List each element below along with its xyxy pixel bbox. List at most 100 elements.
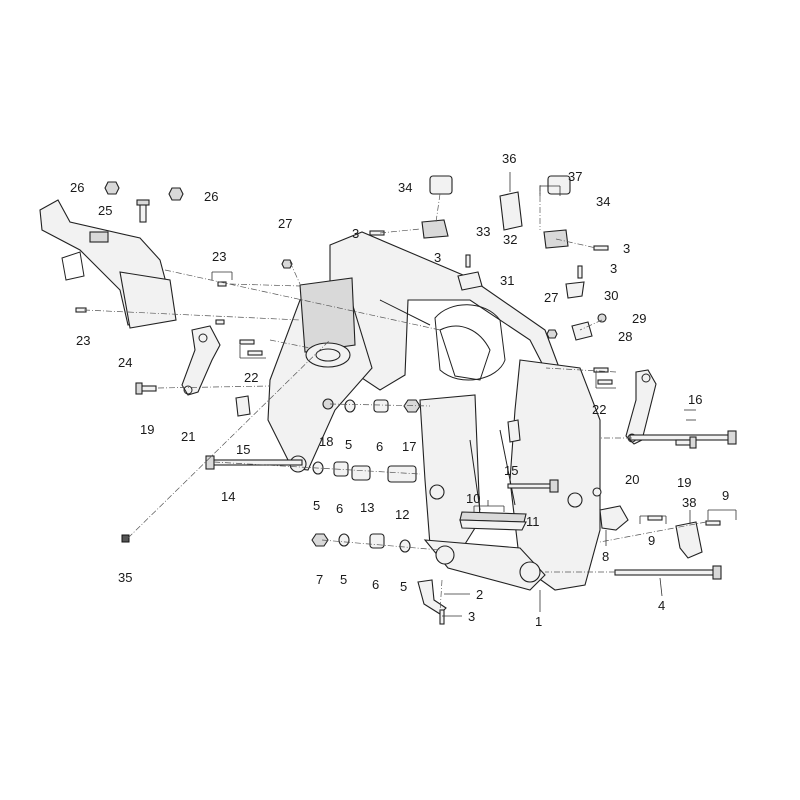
part-2-bracket [417,579,447,615]
part-4-bolt [614,565,722,580]
label-3-e: 3 [468,609,475,624]
label-7: 7 [316,572,323,587]
part-33-clamp [421,219,449,239]
label-12: 12 [395,507,409,522]
part-8-block [599,505,629,531]
part-21-link [181,325,221,396]
label-6-b: 6 [336,501,343,516]
label-23-b: 23 [76,333,90,348]
part-24-bracket [39,199,177,329]
part-15-pad-left [235,395,251,417]
label-38: 38 [682,495,696,510]
part-11-bolt [507,479,559,493]
part-5-washer-a [344,399,356,413]
part-34-grommet-left [429,175,453,195]
part-13-spacer [351,465,371,481]
label-35: 35 [118,570,132,585]
label-22-a: 22 [244,370,258,385]
part-23-bolts [75,281,227,325]
label-34-a: 34 [398,180,412,195]
part-29-bolt [597,313,607,323]
label-20: 20 [625,472,639,487]
label-18: 18 [319,434,333,449]
label-2: 2 [476,587,483,602]
label-14: 14 [221,489,235,504]
part-31-bracket [457,271,483,291]
part-15-pad-right [507,419,521,443]
label-13: 13 [360,500,374,515]
label-34-b: 34 [596,194,610,209]
part-35-bolt [121,534,130,543]
label-11: 11 [526,514,540,529]
label-24: 24 [118,355,132,370]
part-27-nut-left [281,259,293,269]
part-30-bracket [565,281,585,299]
label-5-b: 5 [313,498,320,513]
label-27-b: 27 [544,290,558,305]
part-6-spacer-c [369,533,385,549]
label-22-b: 22 [592,402,606,417]
part-labels: 1 2 3 3 3 3 3 4 5 5 5 5 6 6 6 7 8 9 9 10… [70,151,729,629]
label-8: 8 [602,549,609,564]
label-15-a: 15 [236,442,250,457]
label-6-c: 6 [372,577,379,592]
part-17-nut [403,399,421,413]
label-5-d: 5 [400,579,407,594]
label-9-a: 9 [722,488,729,503]
part-6-spacer-a [373,399,389,413]
label-3-a: 3 [352,226,359,241]
part-38-bracket [675,521,703,559]
label-21: 21 [181,429,195,444]
label-25: 25 [98,203,112,218]
part-20-link [625,369,657,445]
part-36-plate [499,191,523,231]
part-26-nut-left [104,181,120,195]
label-5-c: 5 [340,572,347,587]
part-3-screws [369,230,609,625]
label-17: 17 [402,439,416,454]
label-9-b: 9 [648,533,655,548]
part-27-nut-right [546,329,558,339]
label-10: 10 [466,491,480,506]
label-6-a: 6 [376,439,383,454]
label-30: 30 [604,288,618,303]
part-28-bracket [571,321,593,341]
part-19-bolt-right [675,436,697,449]
part-25-bolt [136,199,150,223]
label-15-b: 15 [504,463,518,478]
label-31: 31 [500,273,514,288]
part-22-bolts [239,339,613,385]
label-3-c: 3 [623,241,630,256]
part-7-nut [311,533,329,547]
label-23-a: 23 [212,249,226,264]
part-12-spacer [387,465,417,483]
label-27-a: 27 [278,216,292,231]
part-14-bolt [205,455,303,470]
label-37: 37 [568,169,582,184]
label-36: 36 [502,151,516,166]
part-19-bolt-left [135,382,157,395]
label-19-a: 19 [140,422,154,437]
part-5-washer-d [399,539,411,553]
part-26-nut-right [168,187,184,201]
part-9-bolts [647,515,721,526]
label-1: 1 [535,614,542,629]
label-26-b: 26 [204,189,218,204]
alignment-lines [83,185,707,613]
label-32: 32 [503,232,517,247]
label-33: 33 [476,224,490,239]
label-4: 4 [658,598,665,613]
leader-lines [211,172,737,617]
label-3-d: 3 [610,261,617,276]
part-34-grommet-right [547,175,571,195]
label-5-a: 5 [345,437,352,452]
part-11-plate [459,519,527,531]
label-29: 29 [632,311,646,326]
part-5-washer-c [338,533,350,547]
label-3-b: 3 [434,250,441,265]
label-28: 28 [618,329,632,344]
label-19-b: 19 [677,475,691,490]
label-26-a: 26 [70,180,84,195]
